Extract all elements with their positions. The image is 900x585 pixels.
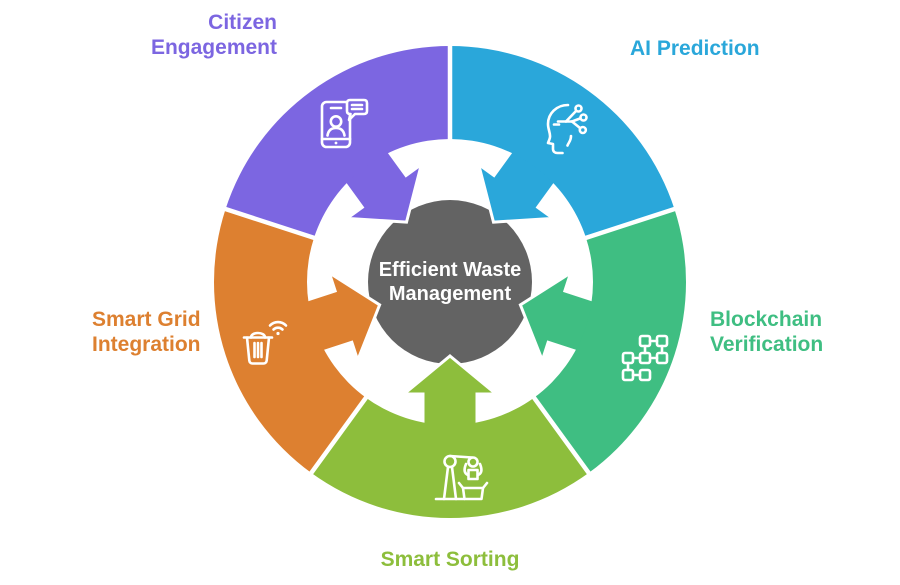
label-line: AI Prediction	[630, 37, 760, 60]
label-citizen-engagement: Citizen Engagement	[151, 10, 277, 60]
label-blockchain-verification: Blockchain Verification	[710, 307, 823, 357]
phone-chat-icon	[320, 98, 369, 149]
label-line: Engagement	[150, 36, 277, 59]
label-smart-sorting: Smart Sorting	[330, 547, 570, 572]
blockchain-icon	[621, 334, 669, 382]
ai-head-icon	[546, 103, 588, 155]
label-ai-prediction: AI Prediction	[630, 36, 760, 61]
center-title-line: Management	[388, 283, 512, 305]
segment-arc-ai-prediction	[449, 45, 675, 238]
center-circle	[368, 200, 532, 364]
label-line: Citizen	[208, 11, 277, 34]
ring-segments	[213, 45, 687, 519]
segment-arc-citizen-engagement	[225, 45, 451, 238]
segment-arc-blockchain	[534, 209, 687, 473]
segment-arc-smart-sorting	[311, 397, 589, 519]
segment-gaps	[218, 39, 682, 480]
label-line: Smart Sorting	[380, 548, 520, 571]
center-title-line: Efficient Waste	[378, 259, 522, 281]
smart-bin-wifi-icon	[242, 320, 288, 365]
segment-arc-smart-grid	[213, 209, 366, 473]
label-line: Blockchain	[710, 308, 823, 331]
robot-arm-icon	[434, 454, 489, 501]
label-line: Integration	[92, 333, 201, 356]
label-smart-grid-integration: Smart Grid Integration	[92, 307, 201, 357]
label-line: Verification	[710, 333, 824, 356]
center-title: Efficient Waste Management	[350, 258, 550, 306]
label-line: Smart Grid	[92, 308, 201, 331]
